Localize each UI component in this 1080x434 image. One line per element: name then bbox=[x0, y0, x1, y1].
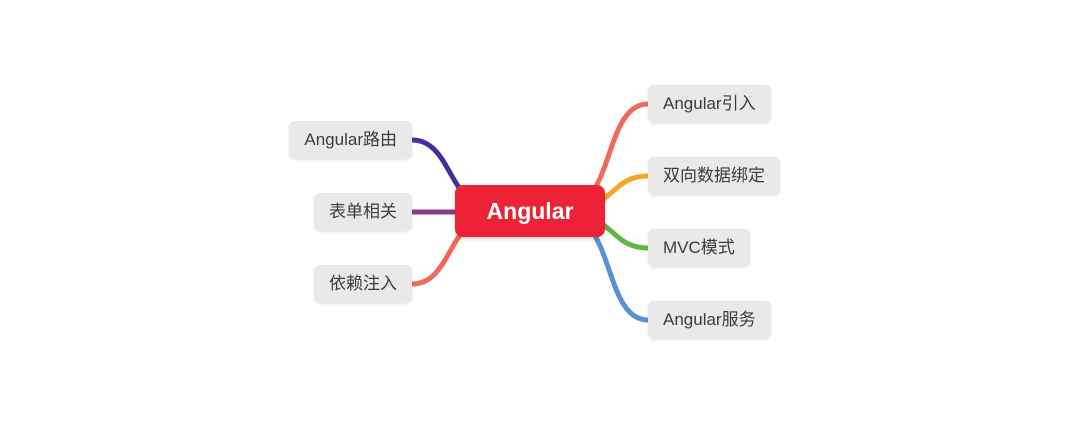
node-mvc-pattern[interactable]: MVC模式 bbox=[648, 229, 750, 267]
node-dependency-injection[interactable]: 依赖注入 bbox=[314, 265, 412, 303]
node-angular-routing[interactable]: Angular路由 bbox=[289, 121, 412, 159]
node-angular-service[interactable]: Angular服务 bbox=[648, 301, 771, 339]
node-two-way-data-binding[interactable]: 双向数据绑定 bbox=[648, 157, 780, 195]
node-angular-intro[interactable]: Angular引入 bbox=[648, 85, 771, 123]
node-form-related[interactable]: 表单相关 bbox=[314, 193, 412, 231]
root-node-angular[interactable]: Angular bbox=[455, 185, 605, 237]
